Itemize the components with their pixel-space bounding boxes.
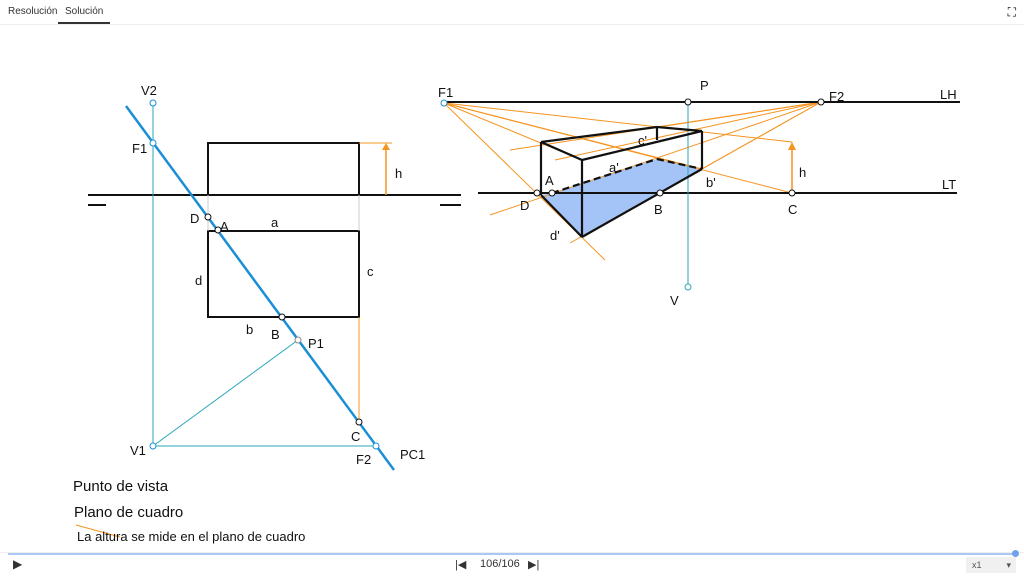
label-side-d: d [195, 273, 202, 288]
label-b: B [271, 327, 280, 342]
legend-height-note: La altura se mide en el plano de cuadro [77, 529, 306, 544]
point-c[interactable] [355, 418, 363, 426]
plan-rect [207, 230, 360, 318]
label-d-right: D [520, 198, 529, 213]
label-c: C [351, 429, 360, 444]
label-v1: V1 [130, 443, 146, 458]
point-d-right[interactable] [533, 189, 541, 197]
point-f1-right[interactable] [440, 99, 448, 107]
label-d-prime: d' [550, 228, 560, 243]
point-a-right[interactable] [548, 189, 556, 197]
point-f1[interactable] [149, 139, 157, 147]
label-b-prime: b' [706, 175, 716, 190]
legend-picture-plane: Plano de cuadro [74, 504, 184, 521]
speed-value: x1 [972, 560, 982, 570]
play-icon[interactable]: ▶ [13, 557, 23, 571]
point-c-right[interactable] [788, 189, 796, 197]
label-a: A [220, 219, 229, 234]
label-h-right: h [799, 165, 806, 180]
exit-fullscreen-icon[interactable]: ⛶ [1007, 5, 1016, 19]
picture-plane-pc1[interactable] [124, 105, 396, 471]
progress-slider[interactable] [8, 553, 1016, 555]
label-f1: F1 [132, 141, 147, 156]
label-c-right: C [788, 202, 797, 217]
point-p[interactable] [684, 98, 692, 106]
point-b-right[interactable] [656, 189, 664, 197]
point-f2[interactable] [372, 442, 380, 450]
right-drawing [440, 98, 960, 291]
point-a[interactable] [214, 226, 222, 234]
v1-p1-line [152, 339, 299, 447]
label-p1: P1 [308, 336, 324, 351]
label-f2-right: F2 [829, 89, 844, 104]
next-step-icon[interactable]: ▶| [528, 559, 540, 571]
legend-viewpoint: Punto de vista [73, 478, 169, 495]
point-f2-right[interactable] [817, 98, 825, 106]
label-a-prime: a' [609, 160, 619, 175]
tab-solucion[interactable]: Solución [58, 6, 111, 24]
chevron-down-icon: ▾ [1006, 560, 1011, 570]
arrow-head [382, 143, 390, 150]
tab-bar: Resolución Solución ⛶ [0, 0, 1024, 25]
point-v[interactable] [684, 283, 692, 291]
label-lh: LH [940, 87, 957, 102]
point-v1[interactable] [149, 442, 157, 450]
label-p: P [700, 78, 709, 93]
tab-resolucion[interactable]: Resolución [8, 6, 58, 17]
orange-line-icon [75, 524, 121, 538]
point-p1[interactable] [294, 336, 302, 344]
label-side-c: c [367, 264, 374, 279]
label-f2: F2 [356, 452, 371, 467]
label-side-a: a [271, 215, 279, 230]
label-a-right: A [545, 173, 554, 188]
point-d[interactable] [204, 213, 212, 221]
right-labels: F1 P F2 LH LT A D B C a' c' b' d' h V [438, 78, 957, 308]
progress-knob[interactable] [1012, 550, 1019, 557]
label-v: V [670, 293, 679, 308]
label-pc1: PC1 [400, 447, 425, 462]
label-f1-right: F1 [438, 85, 453, 100]
point-v2[interactable] [149, 99, 157, 107]
speed-select[interactable]: x1 ▾ [966, 557, 1016, 573]
prism-edges [539, 125, 704, 238]
step-counter: 106/106 [480, 558, 520, 570]
label-lt: LT [942, 177, 956, 192]
previous-step-icon[interactable]: |◀ [455, 559, 467, 571]
label-v2: V2 [141, 83, 157, 98]
point-b[interactable] [278, 313, 286, 321]
label-c-prime: c' [638, 133, 647, 148]
label-d: D [190, 211, 199, 226]
elevation-rect [207, 142, 360, 196]
label-h: h [395, 166, 402, 181]
left-labels: V2 F1 D A a d c b B P1 C F2 V1 PC1 h [130, 83, 425, 467]
label-side-b: b [246, 322, 253, 337]
label-b-right: B [654, 202, 663, 217]
left-drawing [88, 99, 461, 471]
player-bar [0, 552, 1024, 577]
